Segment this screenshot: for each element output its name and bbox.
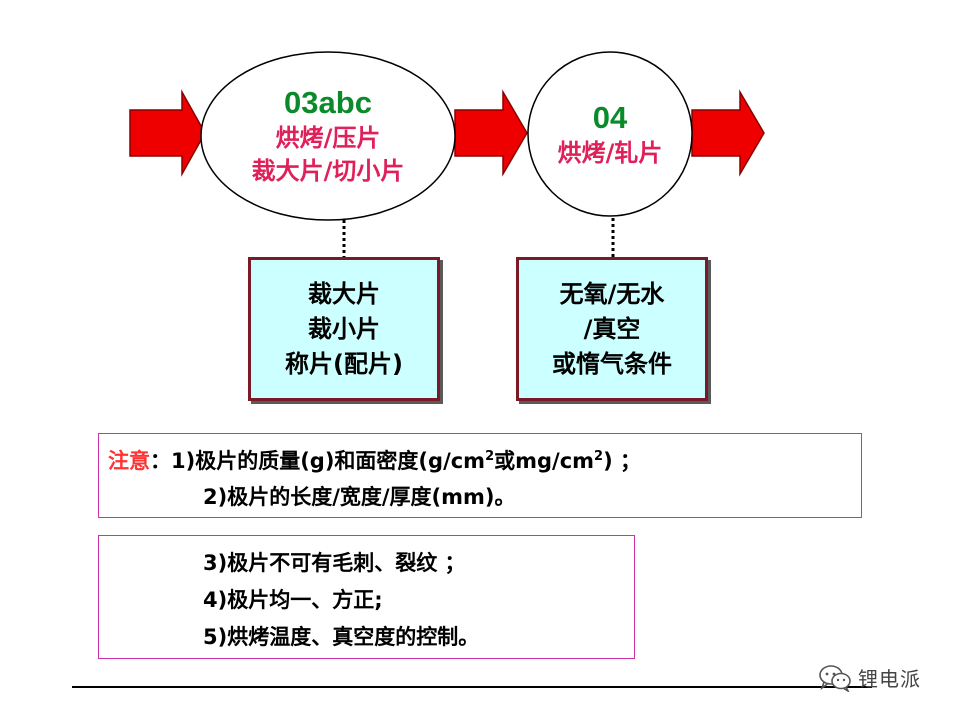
note-line-4: 4)极片均一、方正; xyxy=(203,588,383,612)
detail-box-conditions: 无氧/无水 /真空 或惰气条件 xyxy=(516,257,708,401)
note-colon: ： xyxy=(150,449,171,473)
note-line-3: 3)极片不可有毛刺、裂纹 ； xyxy=(203,551,466,575)
note-superscript: 2 xyxy=(485,449,495,464)
note-box-2: 3)极片不可有毛刺、裂纹 ； 4)极片均一、方正; 5)烘烤温度、真空度的控制。 xyxy=(98,535,635,659)
box-line: 无氧/无水 xyxy=(559,279,665,308)
box-line: 或惰气条件 xyxy=(552,349,672,378)
flow-arrow-1 xyxy=(129,89,206,177)
note-text-part: ) ； xyxy=(603,449,642,473)
box-line: 裁小片 xyxy=(308,314,380,343)
process-node-03abc: 03abc 烘烤/压片 裁大片/切小片 xyxy=(201,52,455,220)
box-line: /真空 xyxy=(583,314,641,343)
footer-rule xyxy=(72,686,872,688)
flow-arrow-2 xyxy=(454,89,528,177)
process-code: 03abc xyxy=(284,85,372,120)
process-node-04: 04 烘烤/轧片 xyxy=(528,52,692,216)
process-node-04-shape xyxy=(527,51,693,217)
flow-arrow-3 xyxy=(691,89,765,177)
note-text-part: 1)极片的质量(g)和面密度(g/cm xyxy=(171,449,486,473)
note-text-part: 或mg/cm xyxy=(494,449,595,473)
note-label: 注意 xyxy=(108,449,150,473)
note-line-1: 注意：1)极片的质量(g)和面密度(g/cm2或mg/cm2) ； xyxy=(108,445,641,475)
detail-box-cutting: 裁大片 裁小片 称片(配片) xyxy=(248,257,440,401)
process-node-03abc-shape xyxy=(200,51,456,221)
process-step-text: 裁大片/切小片 xyxy=(251,157,405,185)
watermark: 锂电派 xyxy=(818,663,921,692)
box-line: 称片(配片) xyxy=(285,349,403,378)
process-step-text: 烘烤/压片 xyxy=(275,124,381,152)
watermark-text: 锂电派 xyxy=(858,667,921,691)
note-line-2: 2)极片的长度/宽度/厚度(mm)。 xyxy=(203,485,516,509)
note-superscript: 2 xyxy=(594,449,604,464)
box-line: 裁大片 xyxy=(308,279,380,308)
note-line-5: 5)烘烤温度、真空度的控制。 xyxy=(203,625,480,649)
process-code: 04 xyxy=(592,99,628,135)
wechat-icon xyxy=(819,664,851,692)
process-step-text: 烘烤/轧片 xyxy=(557,138,663,167)
note-box-1: 注意：1)极片的质量(g)和面密度(g/cm2或mg/cm2) ； 2)极片的长… xyxy=(98,433,862,518)
